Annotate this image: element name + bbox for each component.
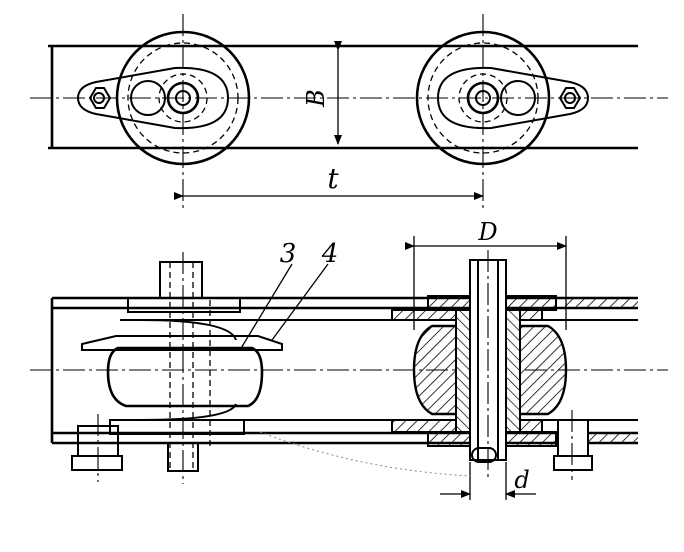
right-pin-hidden: [458, 73, 508, 123]
left-roller-inner-hidden: [127, 42, 239, 154]
right-roller-inner-hidden: [427, 42, 539, 154]
left-flange-part-4: [81, 335, 283, 351]
left-pin: [175, 90, 191, 106]
left-pin-hidden: [158, 73, 208, 123]
left-roller-section: [71, 252, 283, 484]
right-pin-head: [466, 81, 500, 115]
right-roller-section: [391, 236, 593, 480]
left-bolt-core: [93, 92, 105, 104]
dim-small-d-label: d: [514, 466, 529, 494]
right-bushing-left: [455, 309, 471, 433]
leader-part-4: [271, 263, 329, 341]
leader-part-3: [239, 263, 293, 351]
right-plate-slot: [500, 80, 536, 116]
right-link-plate: [436, 66, 590, 130]
left-plate-slot: [130, 80, 166, 116]
dim-b-label: B: [302, 89, 330, 108]
left-bolt-nut: [88, 87, 112, 109]
right-bolt-body: [557, 419, 589, 457]
label-part-3: 3: [280, 239, 297, 269]
rail-top-hatch: [565, 298, 638, 308]
rail-bottom-hatch: [565, 433, 638, 443]
left-link-plate: [76, 66, 230, 130]
left-barrel-part-3: [106, 346, 264, 408]
right-bolt-nut: [553, 455, 593, 471]
right-pin-end: [471, 447, 497, 463]
label-part-4: 4: [321, 239, 339, 269]
dim-d-label: D: [477, 218, 497, 246]
left-top-collar: [127, 297, 241, 313]
left-pin-head: [166, 81, 200, 115]
left-pin-top-end: [159, 261, 203, 299]
right-bushing-right: [505, 309, 521, 433]
right-pin: [475, 90, 491, 106]
section-view: 3 4: [30, 218, 668, 500]
construction-arc: [259, 431, 471, 477]
right-roller-top: [415, 14, 590, 208]
dim-t-label: t: [327, 162, 339, 195]
left-bolt-nut-section: [71, 455, 123, 471]
right-bolt-core: [564, 92, 576, 104]
left-roller-top: [76, 14, 251, 208]
left-barrel-arc-top: [139, 319, 237, 341]
right-bolt-nut: [558, 87, 582, 109]
top-view: B t: [30, 14, 668, 208]
